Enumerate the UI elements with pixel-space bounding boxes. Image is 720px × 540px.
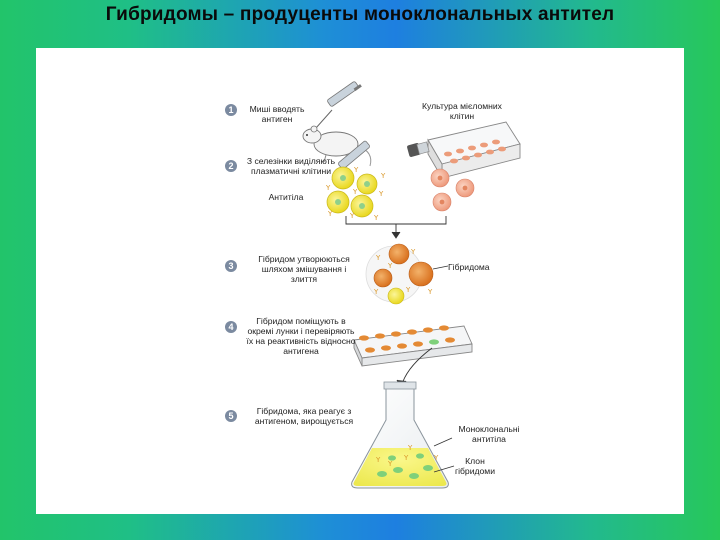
myeloma-cells: [430, 168, 475, 212]
svg-text:Y: Y: [380, 172, 386, 180]
svg-text:Y: Y: [433, 454, 439, 462]
svg-text:Y: Y: [387, 262, 393, 270]
svg-text:Y: Y: [375, 456, 381, 464]
svg-text:Y: Y: [375, 254, 381, 262]
step-2-text: З селезінки виділяють плазматичні клітин…: [246, 156, 336, 176]
step-4-badge: 4: [225, 321, 237, 333]
svg-text:Y: Y: [373, 288, 379, 296]
slide-title: Гибридомы – продуценты моноклональных ан…: [105, 4, 615, 25]
svg-text:Y: Y: [325, 184, 331, 192]
antibodies-label: Антитіла: [268, 192, 304, 202]
svg-text:Y: Y: [405, 286, 411, 294]
svg-text:Y: Y: [387, 460, 393, 468]
merge-arrow: [345, 216, 447, 239]
hybridoma-clone-label: Клон гібридоми: [454, 456, 496, 476]
step-2-badge: 2: [225, 160, 237, 172]
svg-text:Y: Y: [403, 454, 409, 462]
syringe-top: [315, 81, 362, 129]
svg-text:Y: Y: [352, 188, 358, 196]
step-5-badge: 5: [225, 410, 237, 422]
svg-text:Y: Y: [427, 288, 433, 296]
step-5-text: Гібридома, яка реагує з антигеном, вирощ…: [254, 406, 354, 426]
culture-flask: [407, 121, 521, 180]
step-1-text: Миші вводять антиген: [249, 104, 305, 124]
svg-text:Y: Y: [349, 212, 355, 220]
step-3-badge: 3: [225, 260, 237, 272]
monoclonal-antibodies-label: Моноклональні антитіла: [458, 424, 520, 444]
step-1-badge: 1: [225, 104, 237, 116]
svg-text:Y: Y: [407, 444, 413, 452]
svg-text:Y: Y: [378, 190, 384, 198]
plasma-cells: Y Y Y Y Y Y Y Y: [325, 166, 386, 222]
svg-text:Y: Y: [373, 214, 379, 222]
svg-text:Y: Y: [353, 166, 359, 174]
svg-text:Y: Y: [410, 248, 416, 256]
myeloma-culture-label: Культура мієломних клітин: [422, 101, 502, 121]
hybridoma-label: Гібридома: [448, 262, 490, 272]
well-plate: [353, 325, 473, 367]
svg-text:Y: Y: [327, 210, 333, 218]
step-3-text: Гібридом утворюються шляхом змішування і…: [258, 254, 350, 284]
step-4-text: Гібридом поміщують в окремі лунки і пере…: [246, 316, 356, 356]
